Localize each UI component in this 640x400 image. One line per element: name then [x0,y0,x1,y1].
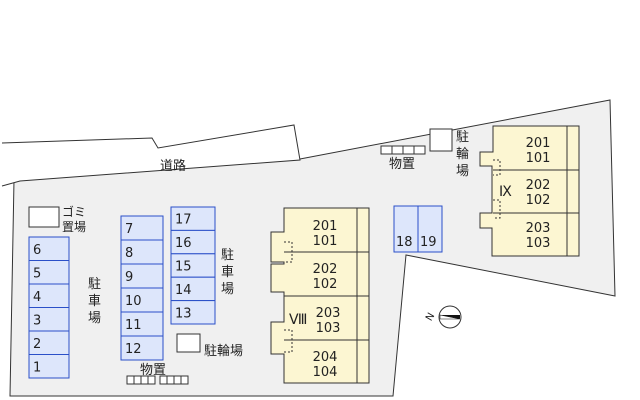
parking-a-space-number: 2 [33,337,41,352]
parking-group-a: 6 5 4 3 2 1 [28,236,70,379]
building-ix-unit-lower: 103 [526,236,551,251]
building-ix-unit-upper: 201 [526,136,551,151]
parking-b-space-number: 7 [125,222,133,237]
parking-b-space [120,239,164,265]
parking-b-space-number: 9 [125,270,133,285]
bicycle-parking-label: 駐輪場 [204,343,243,359]
parking-a-space-number: 3 [33,313,41,328]
bicycle-parking-right-char: 輪 [456,146,469,162]
building-ix-unit-upper: 203 [526,221,551,236]
parking-label-right: 駐 車 場 [221,248,234,297]
parking-b-space [120,215,164,241]
building-ix-unit-upper: 202 [526,178,551,193]
building-viii: 201 101 202 102 203 103 204 104 Ⅷ [270,207,370,384]
storage-bottom [126,375,189,385]
building-viii-unit-lower: 101 [313,234,338,249]
parking-small-space-number: 19 [420,235,437,250]
parking-b-space-number: 11 [125,318,142,333]
garbage-label-line1: ゴミ [62,204,86,219]
building-viii-unit-upper: 201 [313,219,338,234]
parking-b-space-number: 12 [125,342,142,357]
parking-a-space-number: 6 [33,243,41,258]
bicycle-parking-box [176,333,201,353]
parking-b-space-number: 8 [125,246,133,261]
bicycle-parking-right-char: 駐 [456,130,469,145]
road-outline [1,124,301,187]
parking-a-space-number: 4 [33,290,41,305]
building-viii-unit-lower: 103 [316,321,341,336]
north-compass: N [424,305,462,329]
building-ix: 201 101 202 102 203 103 Ⅸ [479,125,580,257]
bicycle-parking-right-char: 場 [456,164,469,179]
parking-c-space-number: 13 [175,306,192,321]
building-viii-unit-lower: 102 [313,277,338,292]
parking-b-space-number: 10 [125,294,142,309]
parking-b-space [120,287,164,313]
building-viii-unit-upper: 204 [313,350,338,365]
building-viii-unit-lower: 104 [313,365,338,380]
parking-group-c: 17 16 15 14 13 [170,206,216,325]
garbage-label-line2: 置場 [62,220,86,234]
storage-label-top: 物置 [389,157,415,172]
parking-small-space [417,205,443,253]
storage-top [380,145,426,155]
parking-label-char: 駐 [221,248,234,263]
parking-a-space-number: 5 [33,266,41,281]
parking-label-char: 場 [221,282,234,297]
compass-label: N [424,311,437,323]
parking-b-space [120,311,164,337]
garbage-area [28,206,60,228]
parking-group-b: 7 8 9 10 11 12 [120,215,164,361]
building-viii-unit-upper: 203 [316,306,341,321]
parking-label-char: 車 [88,294,101,309]
parking-small-space [393,205,419,253]
parking-c-space-number: 17 [175,213,192,228]
parking-label-left: 駐 車 場 [88,277,101,326]
parking-b-space [120,263,164,289]
parking-b-space [120,335,164,361]
storage-label-bottom: 物置 [140,363,166,378]
parking-c-space-number: 14 [175,283,192,298]
parking-label-char: 駐 [88,277,101,292]
parking-c-space-number: 16 [175,236,192,251]
parking-c-space-number: 15 [175,260,192,275]
parking-a-space-number: 1 [33,360,41,375]
building-ix-unit-lower: 102 [526,193,551,208]
building-ix-outline [479,125,580,257]
building-viii-unit-upper: 202 [313,262,338,277]
parking-a-space [28,354,70,379]
building-viii-label: Ⅷ [289,312,307,328]
building-ix-label: Ⅸ [499,184,512,200]
parking-label-char: 場 [88,311,101,326]
compass-needle-half [439,314,461,320]
parking-c-space [170,300,216,325]
parking-small-space-number: 18 [396,235,413,250]
bicycle-parking-box-top [429,128,453,152]
building-ix-unit-lower: 101 [526,151,551,166]
road-label: 道路 [160,158,186,174]
parking-label-char: 車 [221,265,234,280]
